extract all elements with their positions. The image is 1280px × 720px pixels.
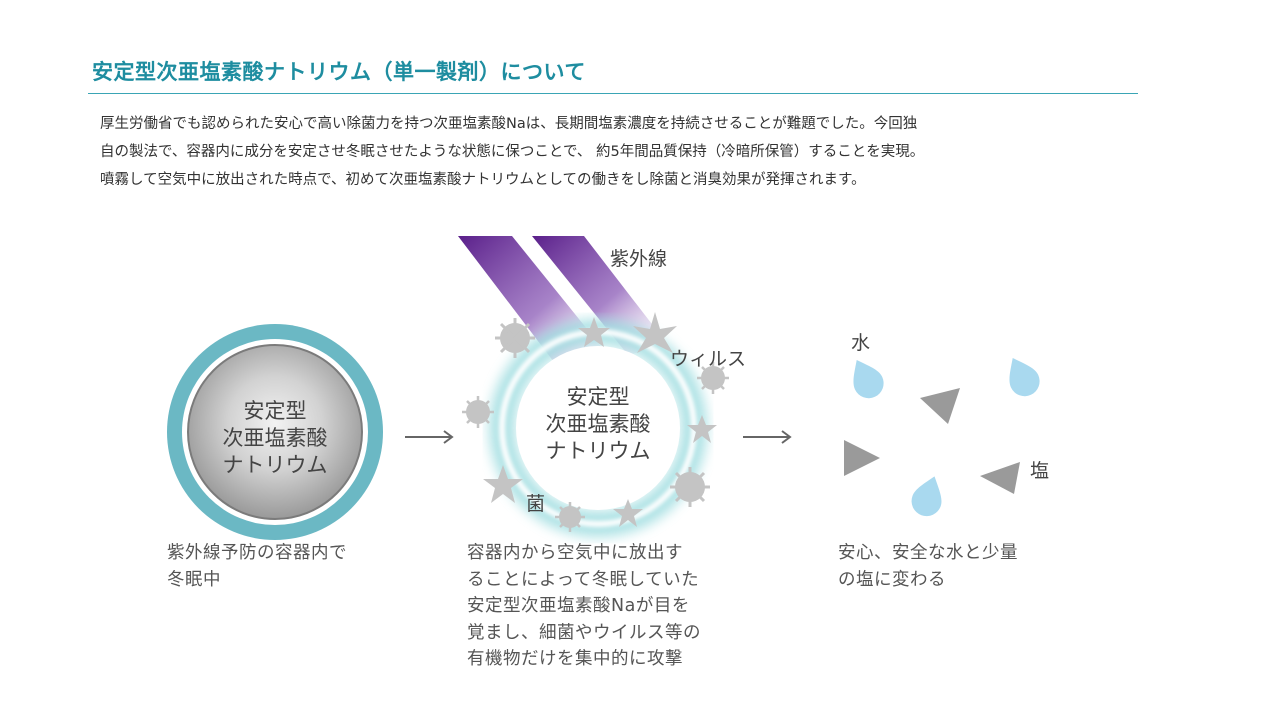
left-circle-text: 安定型 次亜塩素酸 ナトリウム [195, 398, 355, 479]
bacteria-label: 菌 [526, 493, 546, 515]
germ-icon [483, 465, 523, 503]
intro-line: 噴霧して空気中に放出された時点で、初めて次亜塩素酸ナトリウムとしての働きをし除菌… [100, 172, 866, 188]
caption-line: 覚まし、細菌やウイルス等の [467, 622, 701, 643]
water-drop-icon [911, 476, 942, 517]
salt-label: 塩 [1030, 460, 1050, 482]
caption-line: 安心、安全な水と少量 [838, 543, 1018, 563]
germ-icon [578, 317, 610, 347]
circle-text-line: ナトリウム [545, 439, 651, 463]
intro-line: 厚生労働省でも認められた安心で高い除菌力を持つ次亜塩素酸Naは、長期間塩素濃度を… [100, 116, 918, 132]
germ-icon [687, 415, 717, 443]
caption-line: ることによって冬眠していた [467, 569, 700, 590]
intro-line: 自の製法で、容器内に成分を安定させ冬眠させたような状態に保つことで、 約5年間品… [100, 144, 925, 160]
uv-label: 紫外線 [610, 248, 668, 270]
germ-icon [697, 362, 729, 394]
germ-icon [633, 312, 677, 353]
circle-text-line: 次亜塩素酸 [545, 412, 651, 436]
germ-icon [495, 318, 535, 358]
sphere [187, 344, 363, 520]
circle-text-line: 安定型 [566, 385, 630, 409]
caption-line: 容器内から空気中に放出す [467, 543, 683, 563]
title-underline [88, 93, 1138, 94]
caption-result: 安心、安全な水と少量 の塩に変わる [838, 540, 1018, 593]
caption-dormant: 紫外線予防の容器内で 冬眠中 [167, 540, 347, 593]
germ-icon [613, 499, 643, 527]
circle-text-line: 安定型 [243, 399, 307, 423]
germs [462, 312, 729, 532]
germ-icon [462, 396, 494, 428]
germ-icon [555, 502, 585, 532]
caption-active: 容器内から空気中に放出す ることによって冬眠していた 安定型次亜塩素酸Naが目を… [467, 540, 701, 673]
salt-triangle-icon [980, 462, 1020, 494]
caption-line: の塩に変わる [838, 569, 946, 590]
page-title: 安定型次亜塩素酸ナトリウム（単一製剤）について [92, 60, 586, 84]
circle-text-line: 次亜塩素酸 [222, 426, 328, 450]
germ-icon [670, 467, 710, 507]
salt-triangle-icon [844, 440, 880, 476]
water-drop-icon [853, 360, 884, 399]
water-drops [853, 358, 1040, 517]
virus-label: ウィルス [670, 348, 747, 370]
caption-line: 有機物だけを集中的に攻撃 [467, 649, 683, 669]
arrow-icon [405, 430, 454, 444]
caption-line: 安定型次亜塩素酸Naが目を [467, 596, 690, 616]
water-drop-icon [1009, 358, 1040, 397]
salt-crystals [844, 388, 1020, 494]
circle-text-line: ナトリウム [222, 453, 328, 477]
water-label: 水 [851, 332, 871, 354]
dormant-sphere [167, 324, 383, 540]
arrow-icon [743, 430, 792, 444]
arrows [405, 430, 792, 444]
caption-line: 紫外線予防の容器内で [167, 543, 347, 563]
middle-circle-text: 安定型 次亜塩素酸 ナトリウム [518, 384, 678, 465]
caption-line: 冬眠中 [167, 569, 221, 590]
intro-text: 厚生労働省でも認められた安心で高い除菌力を持つ次亜塩素酸Naは、長期間塩素濃度を… [100, 110, 1160, 194]
salt-triangle-icon [920, 388, 960, 424]
